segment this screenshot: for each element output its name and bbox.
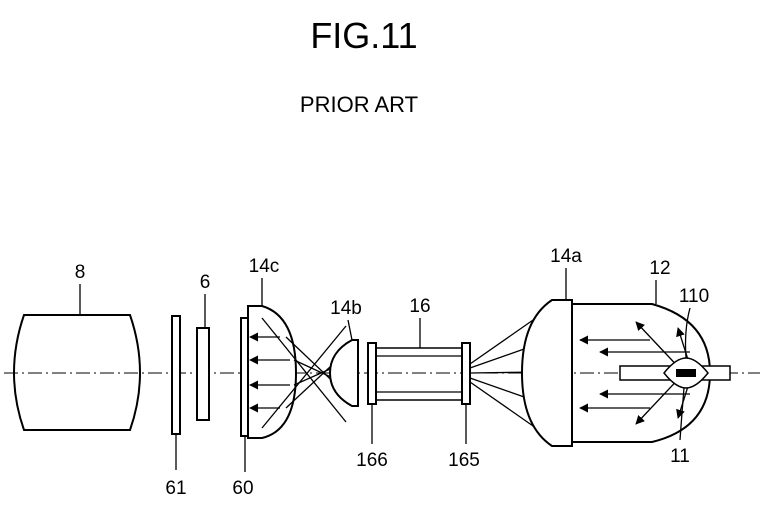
label-165: 165	[448, 450, 480, 471]
figure-subtitle: PRIOR ART	[300, 92, 418, 117]
label-166: 166	[356, 450, 388, 471]
plate-61	[171, 315, 181, 435]
label-14b: 14b	[330, 298, 362, 319]
lamp-11	[619, 357, 731, 389]
label-110: 110	[679, 286, 709, 307]
figure-title: FIG.11	[310, 15, 417, 56]
label-8: 8	[75, 262, 86, 283]
label-14a: 14a	[550, 246, 582, 267]
label-16: 16	[409, 296, 430, 317]
leader-lines	[79, 268, 691, 472]
label-14c: 14c	[249, 256, 280, 277]
panel-6	[196, 327, 210, 421]
lens-14b	[328, 339, 359, 407]
label-61: 61	[165, 478, 186, 499]
plate-166	[367, 342, 377, 405]
rays-reflector	[579, 321, 691, 425]
label-60: 60	[232, 478, 253, 499]
projection-lens-8	[13, 314, 141, 431]
lens-14c	[247, 305, 298, 439]
lens-14a	[520, 299, 573, 447]
rays-14c-out	[249, 332, 290, 413]
lamp-filament	[676, 369, 696, 377]
label-12: 12	[649, 258, 670, 279]
label-11: 11	[670, 446, 690, 467]
label-6: 6	[200, 272, 211, 293]
plate-165	[461, 342, 471, 405]
